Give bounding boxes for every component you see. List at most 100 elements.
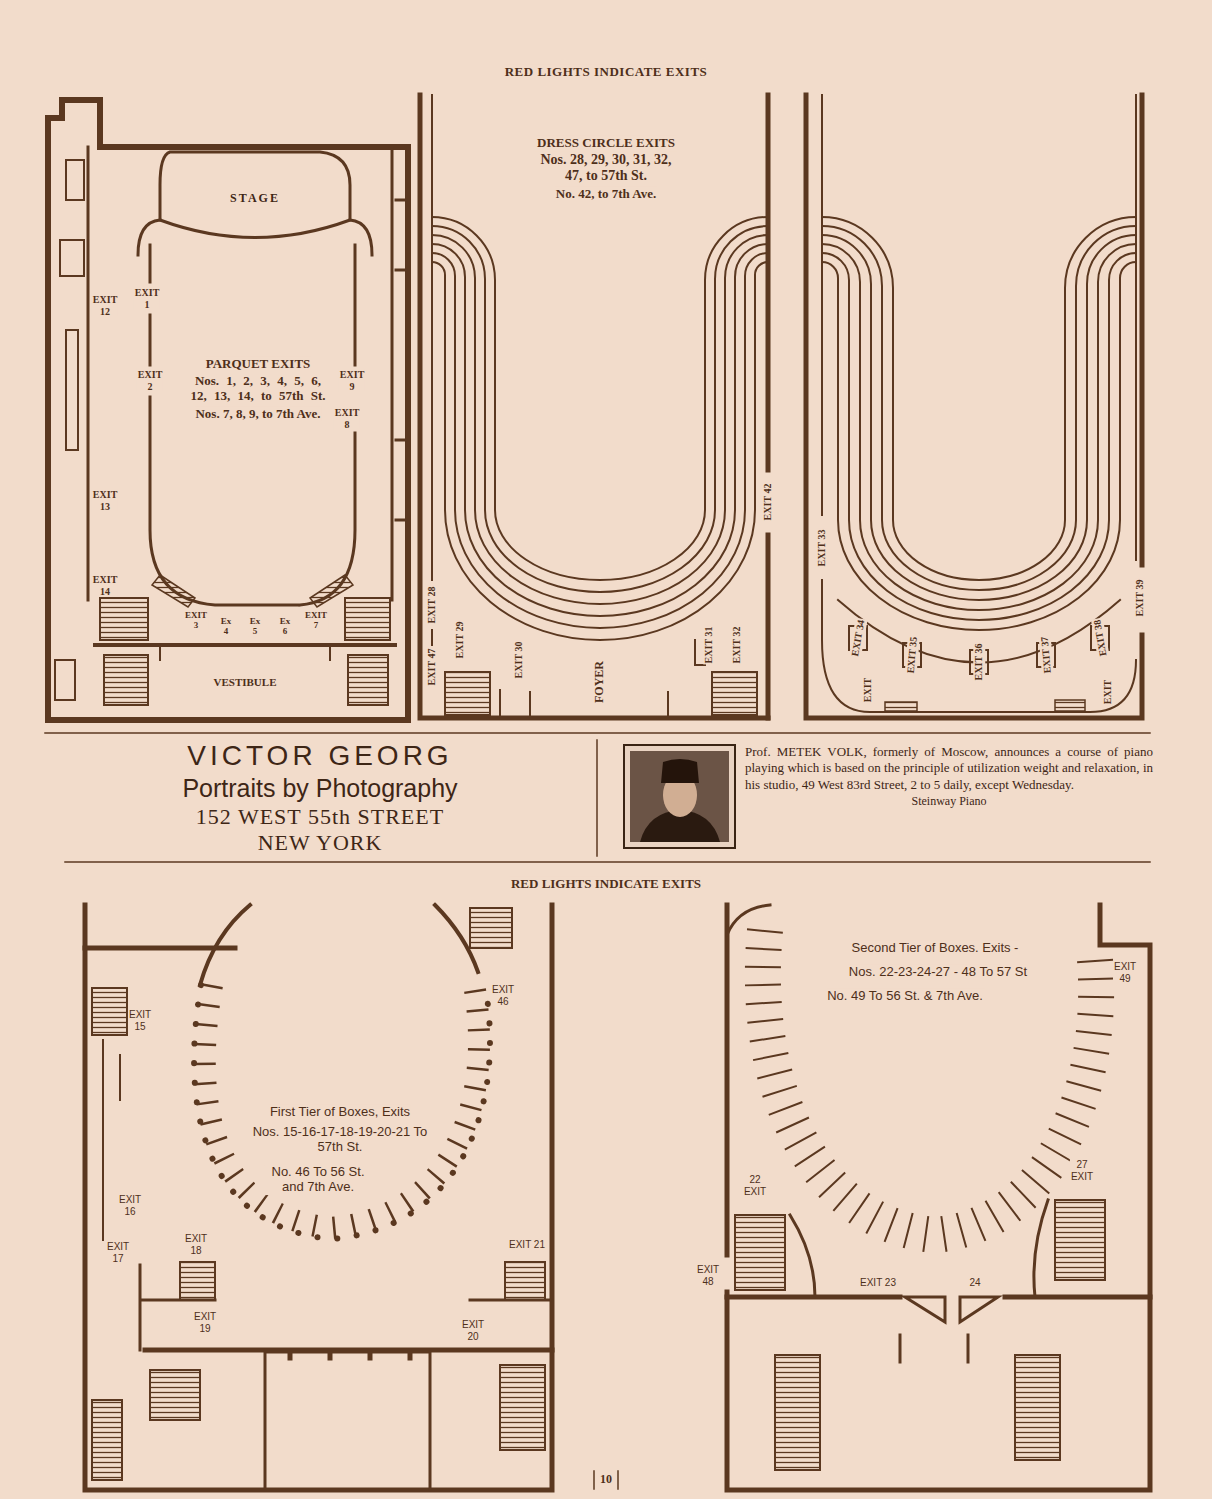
seat-row — [822, 226, 1136, 590]
stairs — [100, 598, 148, 640]
plan-label: EXIT 20 — [461, 1319, 485, 1342]
plan-label: EXIT 3 — [184, 610, 208, 631]
stairs — [92, 1400, 122, 1480]
plan-label: DRESS CIRCLE EXITS — [536, 136, 676, 151]
vestibule-wall — [95, 643, 395, 647]
stage-outline-path — [160, 152, 350, 238]
plan-label: Nos. 28, 29, 30, 31, 32, 47, to 57th St. — [535, 152, 677, 184]
plan-label: First Tier of Boxes, Exits — [269, 1105, 411, 1120]
box-partitions — [205, 985, 479, 1228]
plan-label: EXIT 33 — [816, 529, 828, 568]
plan-label: FOYER — [593, 660, 607, 704]
room — [265, 1352, 430, 1490]
plan-label: EXIT 18 — [184, 1233, 208, 1256]
plan-label: EXIT 37 — [1039, 635, 1054, 675]
seat-row — [432, 244, 768, 616]
stairs — [505, 1262, 545, 1300]
balcony-wall — [806, 95, 1142, 718]
plan-label: Nos. 7, 8, 9, to 7th Ave. — [194, 407, 321, 422]
seat-row — [822, 244, 1136, 610]
stairs — [345, 598, 390, 640]
stage-shape: STAGE — [150, 148, 360, 248]
advert-line: Steinway Piano — [745, 793, 1153, 809]
advert-text: Prof. METEK VOLK, formerly of Moscow, an… — [745, 744, 1153, 793]
plan-label: Ex 4 — [220, 616, 233, 637]
plan-label: EXIT 7 — [304, 610, 328, 631]
stairs — [885, 702, 917, 711]
rule-line — [65, 861, 1150, 863]
wall-notch — [160, 645, 330, 660]
tier-wall — [790, 1200, 1048, 1297]
box-partitions — [763, 930, 1096, 1235]
advert-address: 152 WEST 55th STREET NEW YORK — [183, 804, 458, 856]
plan-label: EXIT 14 — [92, 574, 118, 597]
plan-label: Nos. 1, 2, 3, 4, 5, 6, 12, 13, 14, to 57… — [187, 374, 329, 404]
plan-label: EXIT 36 — [973, 643, 985, 682]
seat-row — [822, 253, 1136, 620]
advert-block: VICTOR GEORGPortraits by Photography152 … — [60, 740, 580, 856]
seat-row — [432, 262, 768, 640]
plan-label: EXIT 28 — [426, 586, 438, 625]
plan-label: 27 EXIT — [1070, 1159, 1094, 1182]
stairs — [180, 1262, 215, 1300]
seat-row — [432, 235, 768, 604]
plan-label: EXIT 9 — [339, 369, 365, 392]
room — [55, 660, 75, 700]
advert-name: VICTOR GEORG — [60, 740, 580, 772]
wall-notch — [396, 200, 406, 520]
photo-frame — [624, 745, 735, 848]
advert-line: Portraits by Photography — [60, 772, 580, 804]
parquet-wall — [48, 100, 408, 720]
plan-label: No. 46 To 56 St. and 7th Ave. — [265, 1165, 372, 1195]
rule-line — [596, 740, 598, 856]
window — [66, 330, 78, 450]
page-bar — [594, 1471, 618, 1489]
plan-label: EXIT 2 — [137, 369, 163, 392]
stairs — [1015, 1355, 1060, 1460]
seat-row — [432, 226, 768, 592]
plan-label: EXIT 12 — [92, 294, 118, 317]
plan-label: EXIT 32 — [731, 626, 743, 665]
plan-label: EXIT 30 — [513, 641, 525, 680]
advert-block: Prof. METEK VOLK, formerly of Moscow, an… — [745, 744, 1153, 809]
stairs — [348, 655, 388, 705]
seat-row — [432, 253, 768, 628]
plan-label: Nos. 15-16-17-18-19-20-21 To 57th St. — [250, 1125, 430, 1155]
tier-wall — [85, 905, 552, 1490]
plan-label: No. 49 To 56 St. & 7th Ave. — [826, 989, 984, 1004]
wall-notch — [290, 1352, 410, 1358]
steps — [152, 575, 195, 607]
tier-wall — [727, 905, 1150, 1490]
balcony-wall — [822, 95, 1136, 712]
photo-hat — [661, 759, 699, 783]
stairs — [445, 672, 490, 715]
plan-label: RED LIGHTS INDICATE EXITS — [510, 877, 702, 892]
dress-wall — [431, 95, 433, 645]
plan-label: Ex 6 — [279, 616, 292, 637]
proscenium — [200, 905, 478, 985]
plan-label: EXIT 42 — [762, 483, 774, 522]
plan-label: 10 — [599, 1473, 613, 1487]
stage-label: STAGE — [230, 190, 280, 206]
room — [66, 160, 84, 200]
tier-wall — [140, 1265, 552, 1350]
plan-label: EXIT 15 — [128, 1009, 152, 1032]
plan-label: EXIT 34 — [849, 618, 867, 658]
plan-label: Ex 5 — [249, 616, 262, 637]
stairs — [735, 1215, 785, 1290]
room — [60, 240, 84, 276]
plan-label: 22 EXIT — [743, 1174, 767, 1197]
plan-label: EXIT 17 — [106, 1241, 130, 1264]
seat-row — [822, 235, 1136, 600]
plan-label: PARQUET EXITS — [205, 357, 312, 372]
dress-wall — [420, 95, 768, 718]
plan-label: Nos. 22-23-24-27 - 48 To 57 St — [848, 965, 1028, 980]
photo-ground — [630, 751, 729, 842]
header-text: RED LIGHTS INDICATE EXITS — [504, 65, 709, 80]
plan-label: 24 — [968, 1277, 981, 1289]
box-dots — [194, 985, 490, 1239]
wall-notch — [500, 640, 705, 718]
stairs — [150, 1370, 200, 1420]
plan-label: EXIT 48 — [696, 1264, 720, 1287]
stairs — [470, 908, 512, 948]
